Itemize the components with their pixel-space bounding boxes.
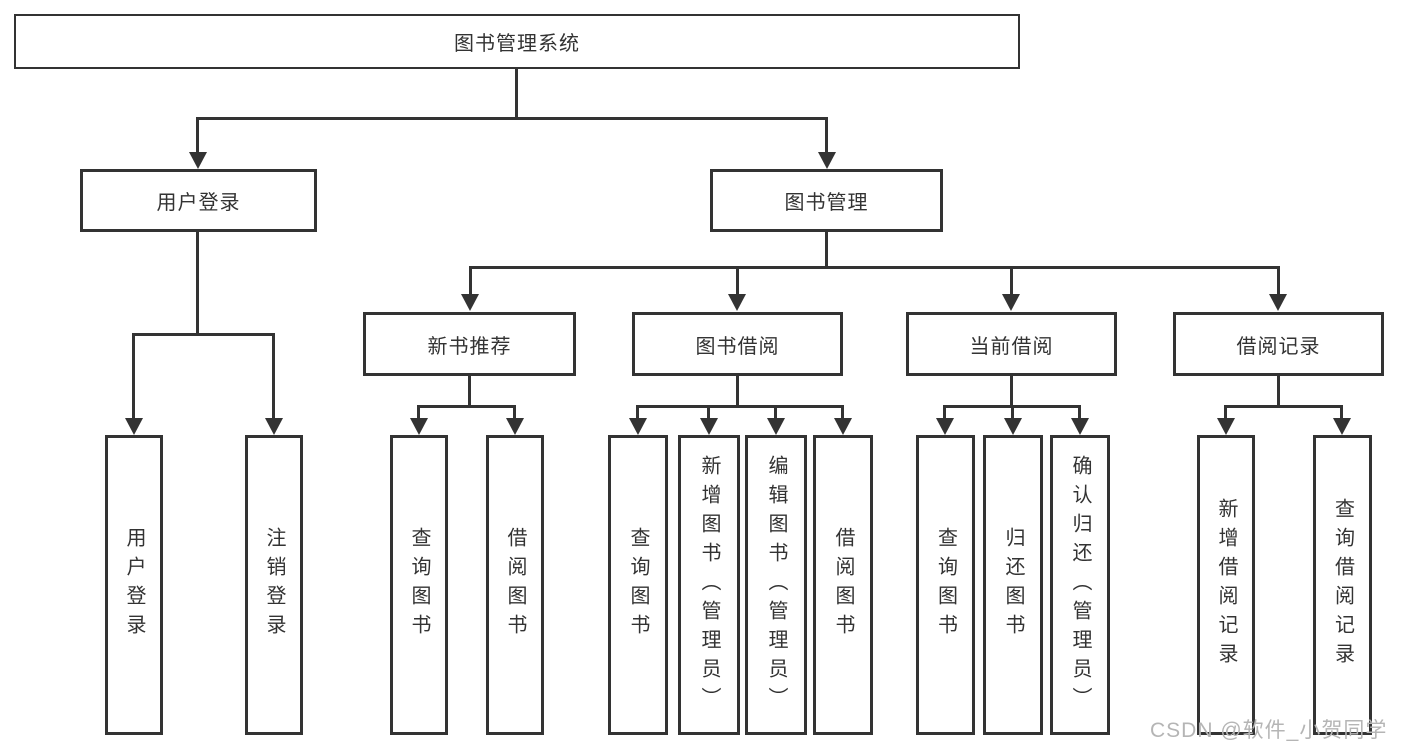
arrow-down-icon bbox=[700, 418, 718, 435]
node-new-book-recommendation: 新书推荐 bbox=[363, 312, 576, 376]
connector-vline bbox=[707, 405, 710, 420]
connector-vline bbox=[943, 405, 946, 420]
arrow-down-icon bbox=[265, 418, 283, 435]
connector-vline bbox=[469, 266, 472, 296]
connector-vline bbox=[774, 405, 777, 420]
connector-vline bbox=[736, 266, 739, 296]
node-label: 借阅记录 bbox=[1236, 335, 1321, 358]
node-current-borrowing: 当前借阅 bbox=[906, 312, 1117, 376]
connector-vline bbox=[1011, 405, 1014, 420]
connector-vline bbox=[272, 333, 275, 419]
node-label: 用户登录 bbox=[156, 192, 241, 214]
arrow-down-icon bbox=[629, 418, 647, 435]
connector-hline bbox=[132, 333, 275, 336]
node-borrowing-records: 借阅记录 bbox=[1173, 312, 1384, 376]
leaf-query-borrow-record: 查询借阅记录 bbox=[1313, 435, 1372, 735]
node-label: 确认归还（管理员） bbox=[1069, 454, 1091, 716]
leaf-add-borrow-record: 新增借阅记录 bbox=[1197, 435, 1255, 735]
connector-vline bbox=[1224, 405, 1227, 420]
connector-vline bbox=[417, 405, 420, 420]
arrow-down-icon bbox=[728, 294, 746, 311]
node-label: 查询借阅记录 bbox=[1331, 498, 1354, 672]
leaf-query-books-borrow: 查询图书 bbox=[608, 435, 668, 735]
node-label: 归还图书 bbox=[1002, 527, 1024, 643]
connector-vline bbox=[1340, 405, 1343, 420]
connector-vline bbox=[196, 117, 199, 154]
connector-vline bbox=[132, 333, 135, 419]
connector-hline bbox=[196, 117, 828, 120]
connector-vline bbox=[736, 376, 739, 407]
leaf-logout: 注销登录 bbox=[245, 435, 303, 735]
arrow-down-icon bbox=[1269, 294, 1287, 311]
node-label: 编辑图书（管理员） bbox=[765, 454, 787, 716]
leaf-return-books: 归还图书 bbox=[983, 435, 1043, 735]
arrow-down-icon bbox=[1004, 418, 1022, 435]
leaf-query-books-current: 查询图书 bbox=[916, 435, 975, 735]
leaf-user-login: 用户登录 bbox=[105, 435, 163, 735]
leaf-query-books-newbook: 查询图书 bbox=[390, 435, 448, 735]
connector-vline bbox=[841, 405, 844, 420]
connector-hline bbox=[417, 405, 516, 408]
arrow-down-icon bbox=[410, 418, 428, 435]
node-label: 查询图书 bbox=[627, 527, 649, 643]
csdn-watermark: CSDN @软件_小贺同学 bbox=[1150, 719, 1388, 742]
node-label: 图书管理系统 bbox=[454, 33, 580, 55]
connector-vline bbox=[513, 405, 516, 420]
leaf-borrow-books-newbook: 借阅图书 bbox=[486, 435, 544, 735]
connector-hline bbox=[636, 405, 844, 408]
leaf-borrow-books: 借阅图书 bbox=[813, 435, 873, 735]
connector-vline bbox=[515, 68, 518, 120]
node-label: 图书管理 bbox=[784, 192, 869, 214]
connector-vline bbox=[1010, 376, 1013, 407]
arrow-down-icon bbox=[1002, 294, 1020, 311]
connector-hline bbox=[469, 266, 1280, 269]
node-label: 当前借阅 bbox=[969, 335, 1054, 358]
node-label: 借阅图书 bbox=[832, 527, 854, 643]
arrow-down-icon bbox=[834, 418, 852, 435]
connector-vline bbox=[825, 117, 828, 154]
node-label: 新增借阅记录 bbox=[1215, 498, 1237, 672]
node-label: 新书推荐 bbox=[427, 335, 512, 358]
connector-vline bbox=[825, 232, 828, 269]
connector-vline bbox=[1277, 376, 1280, 407]
node-label: 借阅图书 bbox=[504, 527, 526, 643]
node-book-borrowing: 图书借阅 bbox=[632, 312, 843, 376]
arrow-down-icon bbox=[461, 294, 479, 311]
connector-vline bbox=[1010, 266, 1013, 296]
node-label: 新增图书（管理员） bbox=[698, 454, 720, 716]
leaf-confirm-return-admin: 确认归还（管理员） bbox=[1050, 435, 1110, 735]
leaf-edit-books-admin: 编辑图书（管理员） bbox=[745, 435, 807, 735]
arrow-down-icon bbox=[767, 418, 785, 435]
node-user-login: 用户登录 bbox=[80, 169, 317, 232]
node-label: 查询图书 bbox=[934, 527, 957, 643]
arrow-down-icon bbox=[506, 418, 524, 435]
arrow-down-icon bbox=[189, 152, 207, 169]
connector-vline bbox=[196, 232, 199, 335]
connector-vline bbox=[1277, 266, 1280, 296]
connector-hline bbox=[1224, 405, 1343, 408]
arrow-down-icon bbox=[818, 152, 836, 169]
leaf-add-books-admin: 新增图书（管理员） bbox=[678, 435, 740, 735]
node-label: 用户登录 bbox=[123, 527, 145, 643]
arrow-down-icon bbox=[1071, 418, 1089, 435]
arrow-down-icon bbox=[125, 418, 143, 435]
arrow-down-icon bbox=[1217, 418, 1235, 435]
connector-vline bbox=[636, 405, 639, 420]
connector-vline bbox=[468, 376, 471, 407]
node-library-management-system: 图书管理系统 bbox=[14, 14, 1020, 69]
node-label: 注销登录 bbox=[263, 527, 285, 643]
node-label: 查询图书 bbox=[408, 527, 430, 643]
arrow-down-icon bbox=[936, 418, 954, 435]
node-book-management: 图书管理 bbox=[710, 169, 943, 232]
node-label: 图书借阅 bbox=[695, 335, 780, 358]
connector-vline bbox=[1078, 405, 1081, 420]
arrow-down-icon bbox=[1333, 418, 1351, 435]
